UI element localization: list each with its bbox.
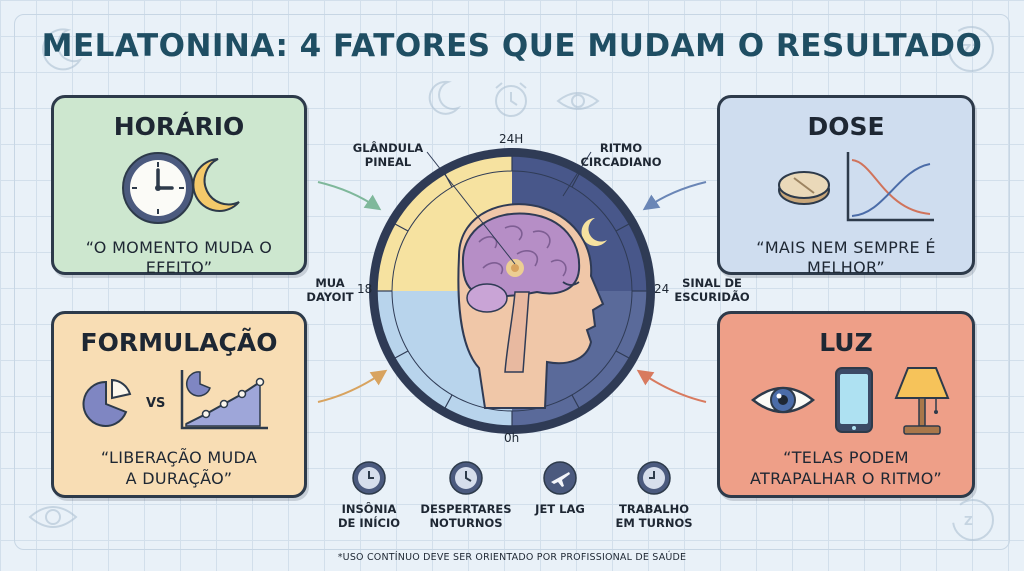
use-case-despertares-line1: DESPERTARES [420,502,512,516]
use-case-jetlag-line1: JET LAG [535,502,585,516]
sleep-icon: Z [952,499,994,541]
footnote: *USO CONTÍNUO DEVE SER ORIENTADO POR PRO… [337,552,687,563]
use-case-jetlag: JET LAG [505,460,615,516]
clock-icon [449,461,483,495]
smartphone-icon [835,367,873,433]
vs-label: VS [146,396,166,411]
left-label: MUA DAYOIT [300,276,360,304]
dark-signal-line1: SINAL DE [682,276,742,290]
gland-label-line1: GLÂNDULA [352,141,424,155]
use-case-trabalho-line2: EM TURNOS [615,516,693,530]
card-formulacao-title: FORMULAÇÃO [80,328,278,357]
use-case-trabalho-line1: TRABALHO [619,502,689,516]
arrow-luz [636,369,707,403]
pill-icon [778,171,830,205]
arrow-horario [317,181,382,211]
card-horario-title: HORÁRIO [113,112,245,141]
card-dose-quote: “MAIS NEM SEMPRE É MELHOR” [756,238,936,277]
gland-label: GLÂNDULA PINEAL [348,141,428,169]
moon-icon [428,80,462,115]
svg-text:Z: Z [972,38,979,49]
card-luz-quote-line2: ATRAPALHAR O RITMO” [750,469,942,488]
eye-icon [750,386,816,414]
left-label-line2: DAYOIT [306,290,354,304]
card-luz-title: LUZ [819,328,873,357]
tick-left: 18 [357,282,373,296]
clock-icon [122,152,194,224]
clock-icon [352,461,386,495]
release-curve-chart-icon [180,370,268,430]
arrow-formulacao [317,369,388,403]
eye-icon [556,92,600,110]
use-case-insonia-line2: DE INÍCIO [337,516,401,530]
use-case-despertares-line2: NOTURNOS [429,516,503,530]
svg-text:Z: Z [964,514,973,528]
tick-bottom: 0h [504,431,520,445]
card-formulacao-quote-line2: A DURAÇÃO” [125,469,233,488]
eye-icon [28,506,78,528]
rhythm-label-line1: RITMO [599,141,643,155]
airplane-icon [543,461,577,495]
lamp-icon [894,367,950,435]
card-dose: DOSE “MAIS NEM SEMPRE É MELHOR” [717,95,975,277]
left-label-line1: MUA [315,276,345,290]
tick-right: 24 [654,282,670,296]
rhythm-label: RITMO CIRCADIANO [576,141,666,169]
moon-icon [192,158,240,212]
card-dose-title: DOSE [807,112,885,141]
arrow-dose [642,181,707,211]
dark-signal-line2: ESCURIDÃO [674,290,750,304]
use-case-despertares: DESPERTARES NOTURNOS [411,460,521,530]
card-formulacao-quote-line1: “LIBERAÇÃO MUDA [100,448,258,467]
sleep-icon: Z Z [948,26,994,72]
page-title: MELATONINA: 4 FATORES QUE MUDAM O RESULT… [41,28,983,64]
card-horario-quote: “O MOMENTO MUDA O EFEITO” [85,238,273,277]
svg-text:Z: Z [962,43,971,58]
card-luz-quote-line1: “TELAS PODEM [783,448,909,467]
page-frame [14,14,1010,550]
pie-chart-icon [82,378,132,427]
dark-signal-label: SINAL DE ESCURIDÃO [672,276,752,304]
card-horario: HORÁRIO “O MOMENTO MUDA O EFEITO” [51,95,307,277]
use-case-insonia-line1: INSÔNIA [341,502,397,516]
clock-icon [637,461,671,495]
gland-label-line2: PINEAL [364,155,412,169]
rhythm-label-line2: CIRCADIANO [580,155,662,169]
use-case-insonia: INSÔNIA DE INÍCIO [314,460,424,530]
alarm-clock-icon [495,82,527,117]
card-formulacao: FORMULAÇÃO VS “LIBERAÇÃO MUDA A DURAÇÃO” [51,311,307,498]
use-case-trabalho: TRABALHO EM TURNOS [599,460,709,530]
moon-icon [42,28,83,71]
dose-response-chart-icon [846,152,934,222]
circadian-dial [369,148,655,434]
tick-top: 24H [499,132,524,146]
card-luz: LUZ “TELAS PODEM ATRAPALHAR O RITMO” [717,311,975,498]
